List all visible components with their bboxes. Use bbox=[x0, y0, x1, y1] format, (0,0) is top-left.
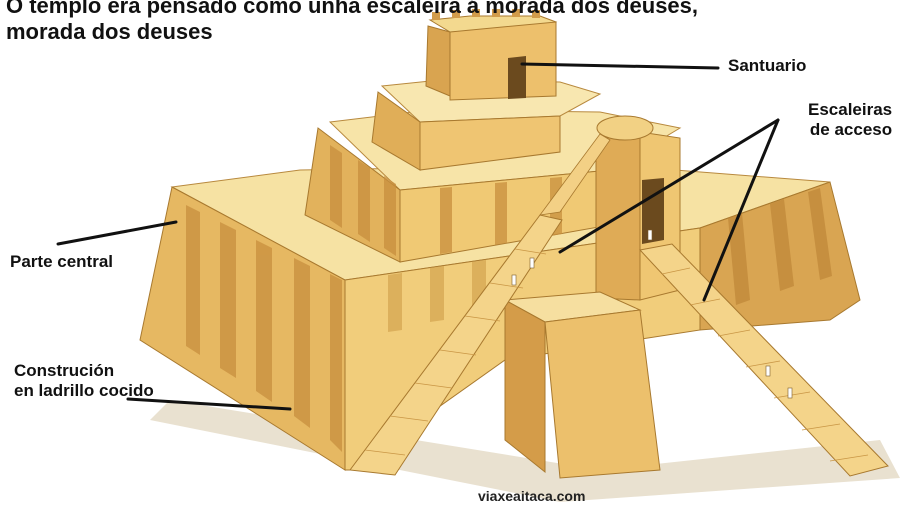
label-construcion-line-2: en ladrillo cocido bbox=[14, 381, 154, 401]
leader-parte-central bbox=[58, 222, 176, 244]
gate-tower-dome bbox=[597, 116, 653, 140]
label-escaleiras-de-acceso: Escaleiras de acceso bbox=[808, 100, 892, 141]
front-block-left bbox=[505, 300, 545, 472]
title-line-2: morada dos deuses bbox=[6, 19, 698, 45]
label-escaleiras-line-2: de acceso bbox=[808, 120, 892, 140]
label-parte-central: Parte central bbox=[10, 252, 113, 272]
title-line-1: O templo era pensado como unha escaleira… bbox=[6, 0, 698, 19]
label-escaleiras-line-1: Escaleiras bbox=[808, 100, 892, 120]
diagram-title: O templo era pensado como unha escaleira… bbox=[6, 0, 698, 46]
label-construcion-line-1: Construción bbox=[14, 361, 154, 381]
front-block-front bbox=[545, 310, 660, 478]
shrine-door bbox=[508, 56, 526, 99]
source-credit: viaxeaitaca.com bbox=[478, 488, 585, 504]
label-construcion: Construción en ladrillo cocido bbox=[14, 361, 154, 402]
label-santuario: Santuario bbox=[728, 56, 806, 76]
gate-door bbox=[642, 178, 664, 244]
